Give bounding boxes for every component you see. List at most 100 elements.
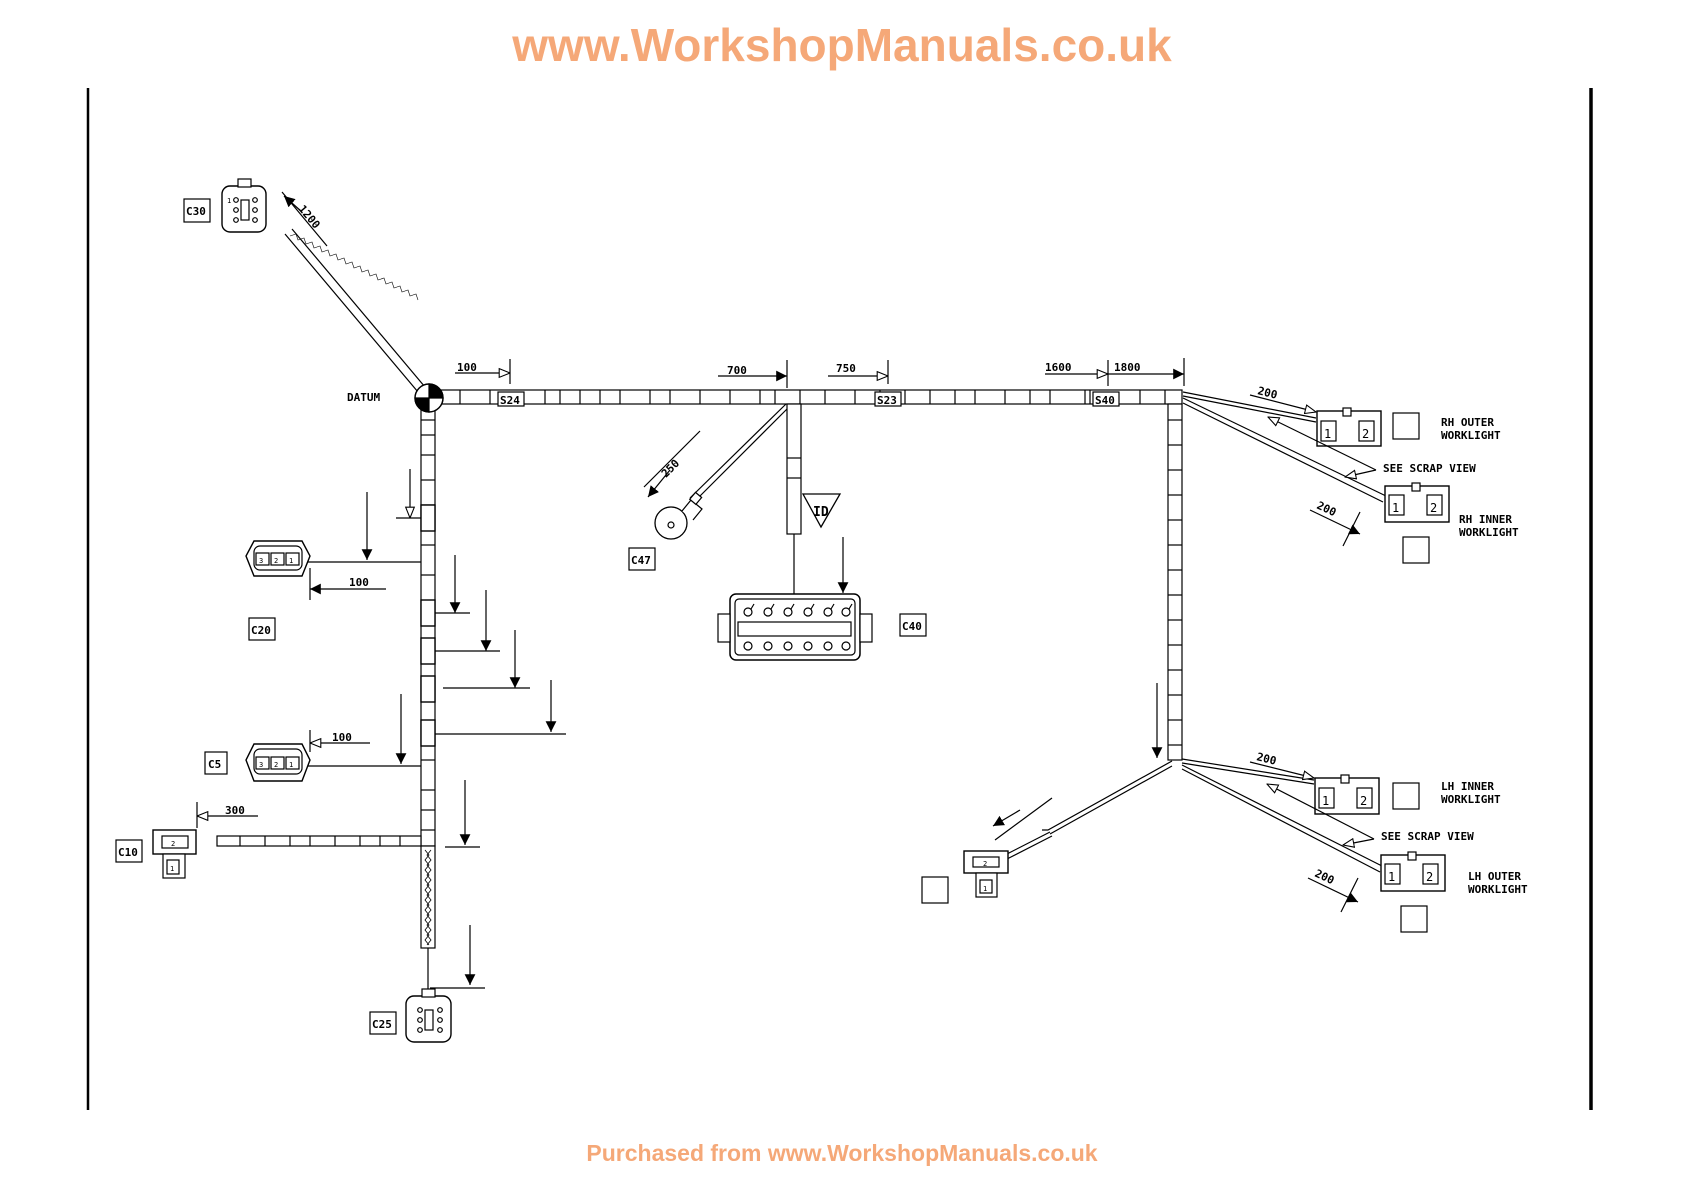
dim-100-top-text: 100 [457,361,477,374]
c30-branch [284,228,426,393]
dim-700 [718,360,788,388]
c30-label-box [183,198,211,223]
c20-pin1: 1 [289,557,293,565]
c20-pin2: 2 [274,557,278,565]
lh-diagonal-dim-arrow [992,809,1021,827]
c40-connector [717,593,873,661]
datum-symbol [414,383,444,413]
lh-outer-pin2: 2 [1426,870,1433,884]
c10-connector: 2 1 [152,829,197,879]
lh-inner-pin1: 1 [1322,794,1329,808]
s23-label: S23 [877,394,897,407]
lh-scrap-leader-2 [1343,839,1375,845]
dim-200-lh-inner-arrow [1249,761,1314,778]
dim-250-line [643,430,701,488]
datum-label: DATUM [347,391,380,404]
lh-diagonal-dim-line [994,797,1053,841]
c10-branch [216,835,422,847]
c40-cavity [841,641,851,651]
c40-label-box [899,613,927,637]
c40-terminal-tab [830,603,835,610]
rh-inner-pin1: 1 [1392,501,1399,515]
watermark-header: www.WorkshopManuals.co.uk [512,19,1172,71]
lh-outer-worklight-connector: 1 2 [1380,851,1446,892]
lh-scrap-view-label: SEE SCRAP VIEW [1381,830,1474,843]
c40-terminal [841,607,851,617]
c30-label: C30 [186,205,206,218]
c40-cavity [763,641,773,651]
dim-750 [828,360,889,384]
lh-inner-label-2: WORKLIGHT [1441,793,1501,806]
c10-pin2: 2 [171,840,175,848]
c40-terminal-tab [810,603,815,610]
c40-terminal-tab [750,603,755,610]
lh-inner-pin2: 2 [1360,794,1367,808]
rh-outer-pin2: 2 [1362,427,1369,441]
c5-pin3: 3 [259,761,263,769]
lh-ground-connector: 2 1 [963,850,1009,898]
c5-pin2: 2 [274,761,278,769]
dim-1800 [1108,358,1185,386]
lh-worklight-branches [1181,758,1383,873]
c20-label-box [248,617,276,641]
dim-1800-text: 1800 [1114,361,1141,374]
lh-ground-pin1: 1 [983,885,987,893]
lh-scrap-leader-1 [1267,784,1375,840]
lh-diagonal-branch [1004,760,1173,860]
c10-label: C10 [118,846,138,859]
dim-300-text: 300 [225,804,245,817]
dim-100-top [455,359,511,384]
dim-200-rh-inner-arrow [1309,509,1361,535]
dim-200-rh-outer-arrow [1249,394,1316,412]
rh-outer-label-1: RH OUTER [1441,416,1494,429]
watermark-footer: Purchased from www.WorkshopManuals.co.uk [586,1140,1098,1166]
c40-terminal [823,607,833,617]
lh-outer-label-2: WORKLIGHT [1468,883,1528,896]
s24-label-box [497,391,525,407]
dim-200-lh-outer-text: 200 [1313,867,1337,887]
lh-ground-empty-box [921,876,949,904]
lh-inner-worklight-connector: 1 2 [1314,774,1380,815]
lh-outer-label-1: LH OUTER [1468,870,1521,883]
dim-250-arrow [647,469,671,498]
c40-branch [786,403,802,595]
lh-inner-empty-box [1392,782,1420,810]
s40-label-box [1092,391,1120,407]
c40-label: C40 [902,620,922,633]
c40-cavity [823,641,833,651]
c47-branch [689,403,793,503]
c47-label-box [628,547,656,571]
dim-1600 [1045,360,1109,386]
c40-terminal [763,607,773,617]
c40-cavity [783,641,793,651]
lh-ground-pin2: 2 [983,860,987,868]
c47-ring-terminal [654,491,703,540]
rh-inner-label-1: RH INNER [1459,513,1512,526]
dim-200-rh-inner-text: 200 [1315,499,1339,519]
c25-label-box [369,1011,397,1035]
main-harness-trunk [429,389,1183,405]
c5-label: C5 [208,758,221,771]
c40-terminal-tab [790,603,795,610]
c40-cavity [803,641,813,651]
dim-1600-text: 1600 [1045,361,1072,374]
c20-label: C20 [251,624,271,637]
dim-750-text: 750 [836,362,856,375]
rh-scrap-leader-2 [1345,469,1377,477]
dim-100-c5 [309,730,370,752]
c10-pin1: 1 [170,865,174,873]
left-harness-pointers [396,469,566,989]
dim-300 [196,802,258,828]
rh-inner-label-2: WORKLIGHT [1459,526,1519,539]
rh-inner-pin2: 2 [1430,501,1437,515]
c25-connector [405,988,452,1043]
rh-scrap-leader-1 [1268,417,1377,471]
c40-terminal-tab [770,603,775,610]
right-vertical-harness [1167,403,1183,761]
dim-250-text: 250 [659,457,682,480]
s40-label: S40 [1095,394,1115,407]
c25-label: C25 [372,1018,392,1031]
dim-200-rh-inner-line [1342,511,1361,547]
dim-100-c5-text: 100 [332,731,352,744]
